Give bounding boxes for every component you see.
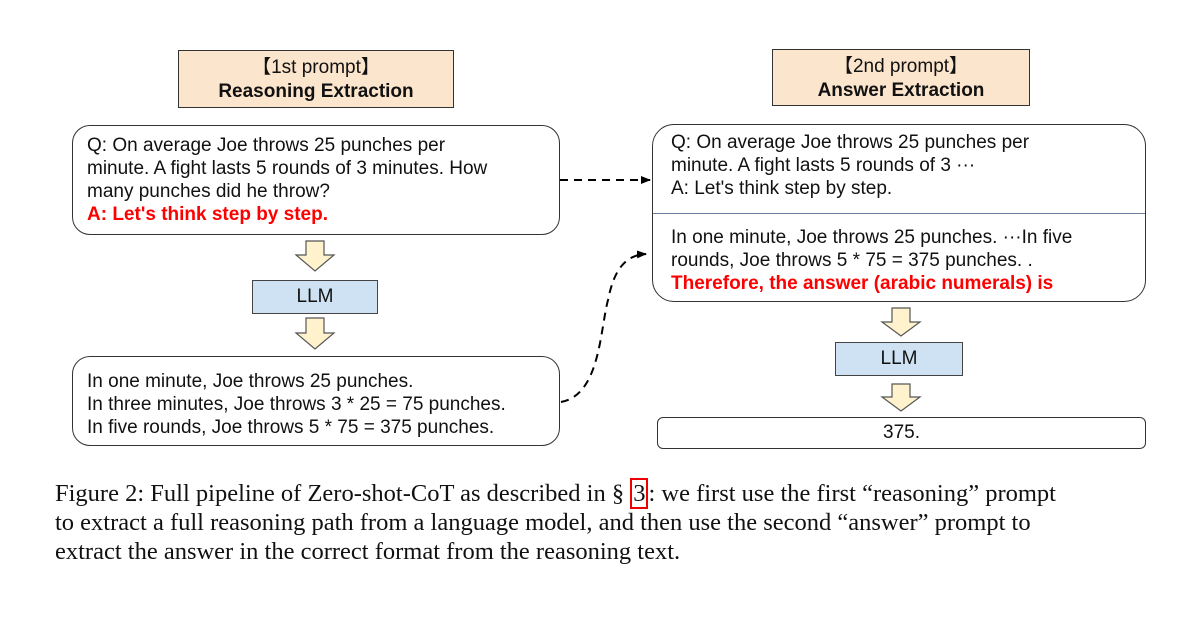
question-line: minute. A fight lasts 5 rounds of 3 ··· (671, 155, 976, 176)
prompt2-header: 【2nd prompt】 Answer Extraction (772, 49, 1030, 106)
question-line: minute. A fight lasts 5 rounds of 3 minu… (87, 158, 488, 179)
llm-block-1: LLM (252, 280, 378, 314)
question-line: many punches did he throw? (87, 181, 330, 202)
question-line: A: Let's think step by step. (671, 178, 893, 199)
reasoning-line: In three minutes, Joe throws 3 * 25 = 75… (87, 394, 506, 415)
section-ref-link[interactable]: 3 (630, 478, 649, 509)
prompt1-output-box: In one minute, Joe throws 25 punches. In… (72, 356, 560, 446)
prompt2-title: Answer Extraction (817, 80, 985, 101)
question-line: Q: On average Joe throws 25 punches per (671, 132, 1030, 153)
down-arrow-icon (294, 240, 336, 272)
prompt1-header: 【1st prompt】 Reasoning Extraction (178, 50, 454, 108)
caption-text: : we first use the first “reasoning” pro… (648, 480, 1056, 507)
prompt1-input-box: Q: On average Joe throws 25 punches per … (72, 125, 560, 235)
llm-block-2: LLM (835, 342, 963, 376)
final-answer-box: 375. (657, 417, 1146, 449)
reasoning-line: In one minute, Joe throws 25 punches. ··… (671, 227, 1073, 248)
caption-line-3: extract the answer in the correct format… (55, 538, 681, 565)
caption-line-2: to extract a full reasoning path from a … (55, 509, 1031, 536)
prompt2-tag: 【2nd prompt】 (833, 56, 969, 77)
answer-trigger: Therefore, the answer (arabic numerals) … (671, 273, 1054, 294)
section-divider (653, 213, 1145, 214)
prompt1-tag: 【1st prompt】 (252, 57, 380, 78)
reasoning-line: rounds, Joe throws 5 * 75 = 375 punches.… (671, 250, 1033, 271)
down-arrow-icon (880, 307, 922, 337)
reasoning-line: In one minute, Joe throws 25 punches. (87, 371, 414, 392)
figure-caption: Figure 2: Full pipeline of Zero-shot-CoT… (55, 478, 1165, 566)
dashed-arrow-reasoning (560, 250, 647, 403)
prompt2-question-section: Q: On average Joe throws 25 punches per … (653, 131, 1145, 213)
prompt2-input-box: Q: On average Joe throws 25 punches per … (652, 124, 1146, 302)
caption-text: Figure 2: Full pipeline of Zero-shot-CoT… (55, 480, 631, 507)
down-arrow-icon (294, 317, 336, 350)
down-arrow-icon (880, 383, 922, 412)
caption-line-1: Figure 2: Full pipeline of Zero-shot-CoT… (55, 478, 1165, 509)
reasoning-trigger: A: Let's think step by step. (87, 204, 328, 225)
prompt1-title: Reasoning Extraction (218, 81, 414, 102)
reasoning-line: In five rounds, Joe throws 5 * 75 = 375 … (87, 417, 495, 438)
final-answer: 375. (883, 422, 920, 443)
prompt2-reasoning-section: In one minute, Joe throws 25 punches. ··… (653, 214, 1145, 295)
question-line: Q: On average Joe throws 25 punches per (87, 135, 446, 156)
